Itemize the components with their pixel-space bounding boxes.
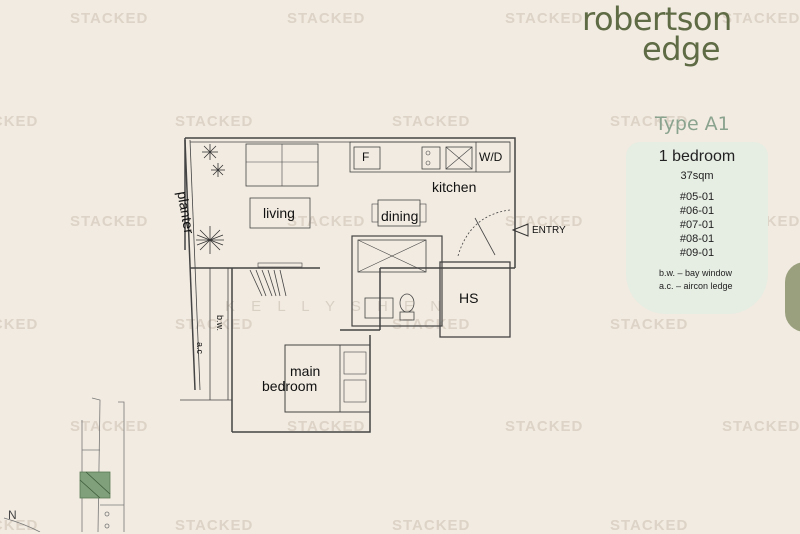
brand-line1: robertson [582,0,732,38]
brand-line2: edge [642,30,720,68]
north-label: N [8,508,17,522]
site-plan [79,397,125,532]
legend: b.w. – bay window a.c. – aircon ledge [659,267,733,293]
living-label: living [263,205,295,221]
watermark: STACKED [287,213,366,230]
planter-plants [196,144,225,254]
watermark: STACKED [175,113,254,130]
watermark: STACKED [0,517,39,534]
watermark: STACKED [0,113,39,130]
bedroom-count: 1 bedroom [658,148,736,165]
watermark: STACKED [70,213,149,230]
watermark: STACKED [392,113,471,130]
watermark: STACKED [175,517,254,534]
watermark: STACKED [70,10,149,27]
unit-number: #06-01 [679,205,715,217]
main-bedroom-label-line2: bedroom [262,378,318,394]
watermark: STACKED [505,10,584,27]
unit-number-list: #05-01 #06-01 #07-01 #08-01 #09-01 [626,190,768,260]
watermark: STACKED [722,10,800,27]
fridge-label: F [362,150,370,164]
brand-logo: robertson edge [582,0,732,68]
watermark: STACKED [505,418,584,435]
aircon-ledge-label: a.c [195,342,205,355]
watermark: STACKED [287,10,366,27]
main-bedroom-label-line1: main [290,363,321,379]
watermark: STACKED [175,316,254,333]
dining-label: dining [381,208,419,224]
entry-arrow-icon [511,223,529,237]
unit-size: 37sqm [680,170,714,182]
floor-plan-walls [180,137,516,433]
watermark: STACKED [722,418,800,435]
unit-number: #07-01 [679,219,715,231]
unit-number: #08-01 [679,233,715,245]
kitchen-label: kitchen [432,179,477,195]
unit-number: #09-01 [679,247,715,259]
hs-label: HS [459,290,479,306]
watermark: STACKED [287,418,366,435]
side-decoration [785,262,800,332]
washer-dryer-label: W/D [479,150,503,164]
watermark: STACKED [610,517,689,534]
unit-number: #05-01 [679,191,715,203]
legend-item: a.c. – aircon ledge [659,281,733,291]
bay-window-label: b.w. [215,315,225,332]
watermark-overlay: K E L L Y S H E N [225,298,448,315]
watermark: STACKED [610,113,689,130]
watermark: STACKED [0,316,39,333]
watermark: STACKED [392,517,471,534]
unit-info-panel: 1 bedroom 37sqm #05-01 #06-01 #07-01 #08… [626,142,768,314]
watermark: STACKED [70,418,149,435]
watermark: STACKED [610,316,689,333]
unit-type-title: Type A1 [655,113,730,135]
entry-label: ENTRY [532,225,566,236]
legend-item: b.w. – bay window [659,268,733,278]
compass-icon [3,517,41,532]
